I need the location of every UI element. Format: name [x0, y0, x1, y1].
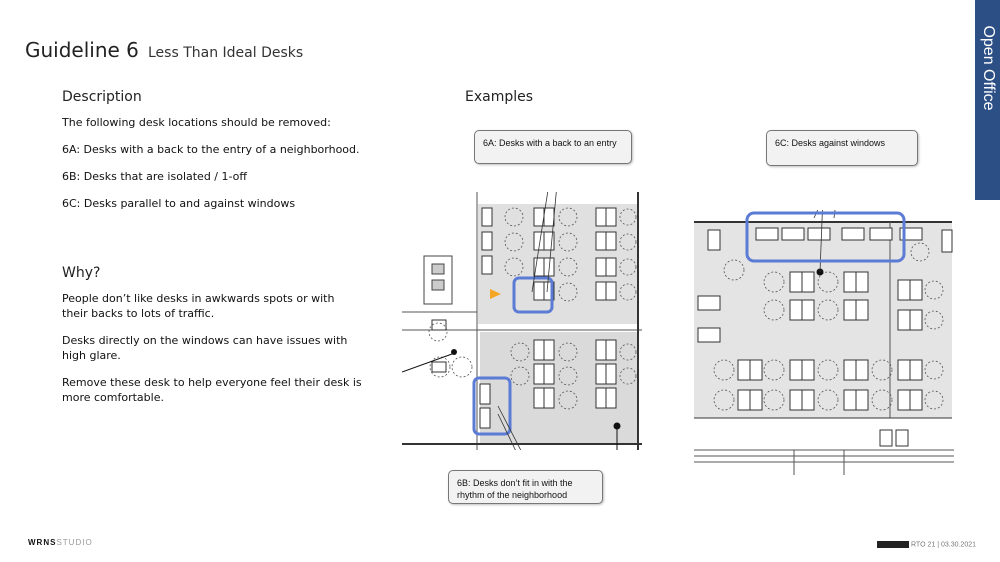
description-line: 6A: Desks with a back to the entry of a … [62, 143, 360, 156]
logo-light: STUDIO [56, 538, 93, 547]
footer-text: RTO 21 | 03.30.2021 [911, 541, 976, 549]
title-main: Guideline 6 [25, 38, 139, 62]
page-title: Guideline 6 Less Than Ideal Desks [25, 38, 303, 62]
footer-mark-icon [877, 541, 909, 548]
description-line: 6B: Desks that are isolated / 1-off [62, 170, 247, 183]
why-paragraph: People don’t like desks in awkwards spot… [62, 292, 335, 320]
section-tab-label: Open Office [979, 25, 997, 111]
studio-logo: WRNSSTUDIO [28, 538, 93, 547]
highlight-6b [472, 376, 512, 436]
floor-plan-6c [694, 210, 954, 475]
callout-6a: 6A: Desks with a back to an entry [474, 130, 632, 164]
entry-arrow-icon [490, 289, 501, 299]
footer: RTO 21 | 03.30.2021 [877, 541, 976, 548]
highlight-6c [745, 211, 906, 263]
description-line: The following desk locations should be r… [62, 116, 331, 129]
floor-plan-6a-6b [402, 192, 642, 450]
description-heading: Description [62, 89, 142, 105]
why-heading: Why? [62, 265, 101, 281]
logo-bold: WRNS [28, 538, 57, 547]
description-line: 6C: Desks parallel to and against window… [62, 197, 296, 210]
examples-heading: Examples [465, 89, 534, 105]
why-body: People don’t like desks in awkwards spot… [62, 291, 362, 417]
callout-6c: 6C: Desks against windows [766, 130, 918, 166]
why-paragraph: Remove these desk to help everyone feel … [62, 376, 362, 404]
title-subtitle: Less Than Ideal Desks [148, 45, 304, 61]
highlight-6a [512, 276, 554, 314]
callout-6b: 6B: Desks don’t fit in with the rhythm o… [448, 470, 603, 504]
why-paragraph: Desks directly on the windows can have i… [62, 334, 348, 362]
description-body: The following desk locations should be r… [62, 115, 362, 223]
section-tab: Open Office [975, 0, 1000, 200]
